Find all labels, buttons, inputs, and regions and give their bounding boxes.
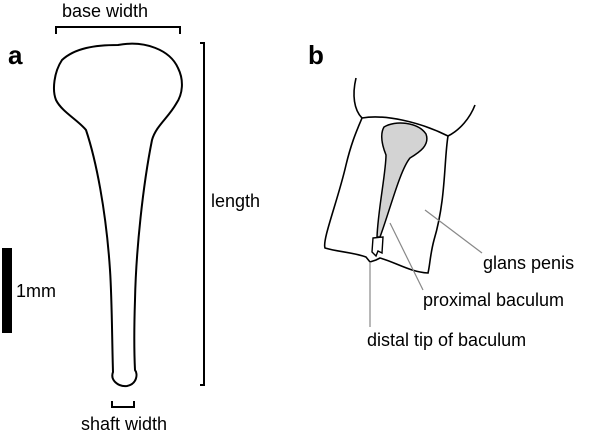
glans-penis-label: glans penis	[483, 253, 574, 273]
panel-a: a base width length 1mm shaft width	[2, 1, 260, 434]
baculum-shape	[376, 122, 428, 238]
hair-right	[447, 104, 476, 137]
panel-a-label: a	[8, 40, 23, 70]
hair-left	[353, 77, 363, 119]
shaft-width-label: shaft width	[81, 414, 167, 434]
base-width-bracket	[55, 26, 181, 34]
panel-b-label: b	[308, 40, 324, 70]
scale-bar	[2, 248, 12, 333]
base-width-label: base width	[62, 1, 148, 21]
proximal-baculum-label: proximal baculum	[423, 290, 564, 310]
baculum-outline	[53, 42, 183, 388]
distal-tip-shape	[371, 236, 384, 258]
shaft-width-bracket	[111, 401, 135, 408]
length-label: length	[211, 191, 260, 211]
length-bracket	[200, 42, 205, 386]
proximal-leader-line	[389, 222, 424, 291]
panel-b: b glans penis proximal baculum distal ti…	[308, 40, 574, 350]
scale-label: 1mm	[16, 281, 56, 301]
distal-tip-label: distal tip of baculum	[367, 330, 526, 350]
glans-leader-line	[424, 209, 483, 254]
